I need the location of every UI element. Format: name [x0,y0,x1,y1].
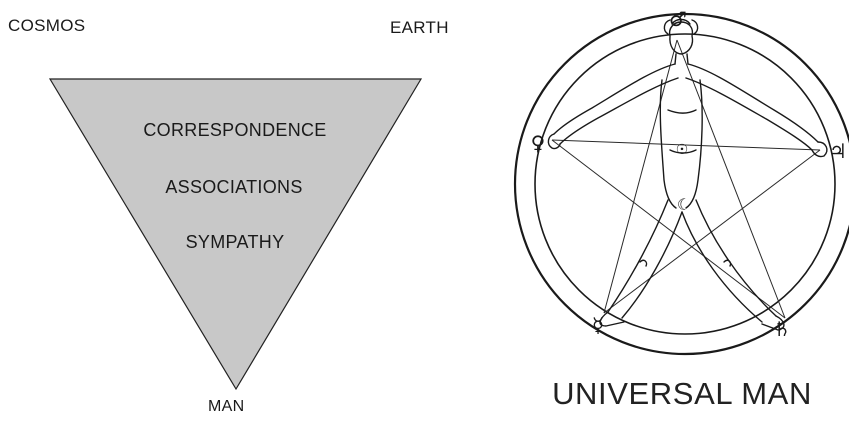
venus-symbol-icon: ♀ [531,131,546,155]
inverted-triangle [0,0,500,421]
outer-circle [515,14,849,354]
man-label: MAN [208,398,244,416]
triangle-line-correspondence: CORRESPONDENCE [85,120,385,141]
universal-man-illustration: ♂ ♀ ♃ ☿ ♄ ☾ ☉ [512,0,849,370]
triangle-line-sympathy: SYMPATHY [85,232,385,253]
triangle-line-associations: ASSOCIATIONS [84,177,384,198]
moon-symbol-icon: ☾ [677,195,691,214]
mercury-symbol-icon: ☿ [592,313,604,337]
jupiter-symbol-icon: ♃ [829,139,847,163]
saturn-symbol-icon: ♄ [773,317,791,341]
pentagram [552,40,820,318]
sun-symbol-icon: ☉ [676,142,689,158]
universal-man-caption: UNIVERSAL MAN [520,376,844,412]
mars-symbol-icon: ♂ [669,7,687,31]
